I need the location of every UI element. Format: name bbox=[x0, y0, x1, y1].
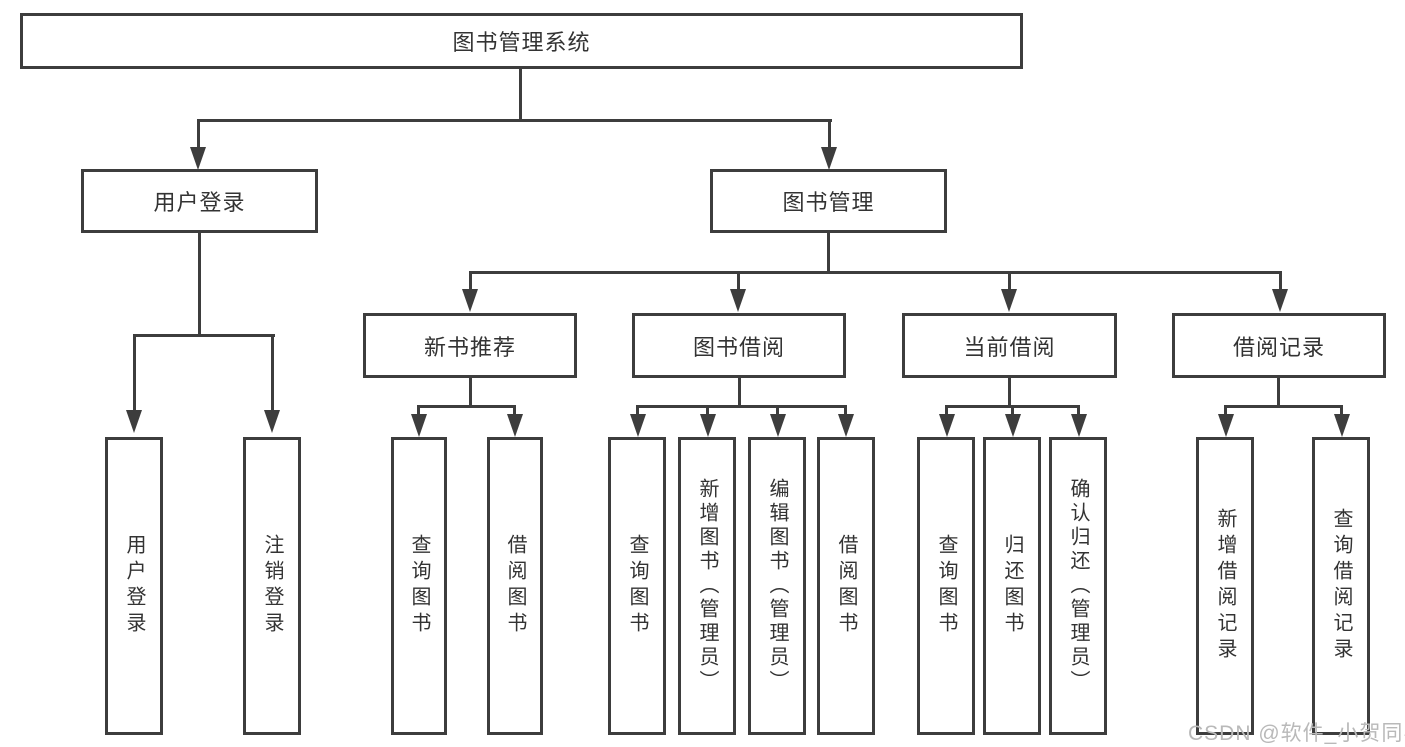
connector-book-mgmt-drop-2 bbox=[737, 271, 740, 292]
connector-borrowing-drop-4 bbox=[844, 405, 847, 417]
connector-user-login-drop-2 bbox=[271, 334, 274, 412]
connector-new-book-crossbar bbox=[417, 405, 516, 408]
leaf-query-borrow-record: 查询借阅记录 bbox=[1312, 437, 1370, 735]
leaf-user-login: 用户登录 bbox=[105, 437, 163, 735]
connector-current-drop-1 bbox=[945, 405, 948, 417]
leaf-add-borrow-record-label: 新增借阅记录 bbox=[1214, 508, 1236, 664]
connector-current-drop-2 bbox=[1011, 405, 1014, 417]
node-new-book-recommendation-label: 新书推荐 bbox=[423, 334, 516, 360]
arrowhead-to-book-management bbox=[821, 147, 837, 170]
connector-current-trunk bbox=[1008, 378, 1011, 408]
connector-book-mgmt-drop-4 bbox=[1279, 271, 1282, 292]
arrowhead-to-borrow-book-1 bbox=[507, 414, 523, 437]
connector-book-mgmt-drop-1 bbox=[469, 271, 472, 292]
connector-borrowing-drop-2 bbox=[706, 405, 709, 417]
leaf-return-book-label: 归还图书 bbox=[1001, 534, 1023, 638]
leaf-query-borrow-record-label: 查询借阅记录 bbox=[1330, 508, 1352, 664]
leaf-borrow-book-1-label: 借阅图书 bbox=[504, 534, 526, 638]
leaf-user-login-label: 用户登录 bbox=[123, 534, 145, 638]
leaf-edit-book-admin-label: 编辑图书（管理员） bbox=[766, 478, 788, 694]
arrowhead-to-query-book-3 bbox=[939, 414, 955, 437]
leaf-query-book-1: 查询图书 bbox=[391, 437, 447, 735]
connector-new-book-drop-1 bbox=[417, 405, 420, 417]
arrowhead-to-borrow-records bbox=[1272, 289, 1288, 312]
node-borrow-records: 借阅记录 bbox=[1172, 313, 1386, 378]
connector-new-book-drop-2 bbox=[513, 405, 516, 417]
node-new-book-recommendation: 新书推荐 bbox=[363, 313, 577, 378]
arrowhead-to-leaf-logout bbox=[264, 410, 280, 433]
connector-root-trunk bbox=[519, 69, 522, 122]
connector-borrowing-trunk bbox=[738, 378, 741, 408]
connector-root-drop-right bbox=[828, 119, 831, 151]
arrowhead-to-edit-book bbox=[770, 414, 786, 437]
arrowhead-to-user-login bbox=[190, 147, 206, 170]
arrowhead-to-leaf-user-login bbox=[126, 410, 142, 433]
connector-records-drop-1 bbox=[1224, 405, 1227, 417]
leaf-borrow-book-1: 借阅图书 bbox=[487, 437, 543, 735]
node-user-login: 用户登录 bbox=[81, 169, 318, 233]
arrowhead-to-add-book bbox=[700, 414, 716, 437]
connector-user-login-crossbar bbox=[133, 334, 275, 337]
leaf-logout: 注销登录 bbox=[243, 437, 301, 735]
arrowhead-to-current-borrowing bbox=[1001, 289, 1017, 312]
node-borrow-records-label: 借阅记录 bbox=[1232, 334, 1325, 360]
node-root-label: 图书管理系统 bbox=[452, 30, 591, 55]
csdn-watermark: CSDN @软件_小贺同学 bbox=[1188, 722, 1405, 745]
leaf-return-book: 归还图书 bbox=[983, 437, 1041, 735]
connector-borrowing-drop-1 bbox=[636, 405, 639, 417]
arrowhead-to-query-record bbox=[1334, 414, 1350, 437]
leaf-add-book-admin-label: 新增图书（管理员） bbox=[696, 478, 718, 694]
leaf-query-book-2-label: 查询图书 bbox=[626, 534, 648, 638]
leaf-query-book-3-label: 查询图书 bbox=[935, 534, 957, 638]
node-book-management: 图书管理 bbox=[710, 169, 947, 233]
node-book-management-label: 图书管理 bbox=[782, 190, 875, 215]
node-current-borrowing: 当前借阅 bbox=[902, 313, 1117, 378]
arrowhead-to-book-borrowing bbox=[730, 289, 746, 312]
arrowhead-to-query-book-2 bbox=[630, 414, 646, 437]
leaf-query-book-3: 查询图书 bbox=[917, 437, 975, 735]
connector-current-drop-3 bbox=[1077, 405, 1080, 417]
connector-book-mgmt-crossbar bbox=[469, 271, 1282, 274]
leaf-borrow-book-2-label: 借阅图书 bbox=[835, 534, 857, 638]
connector-root-crossbar bbox=[197, 119, 832, 122]
connector-user-login-trunk bbox=[198, 233, 201, 337]
connector-book-mgmt-drop-3 bbox=[1008, 271, 1011, 292]
leaf-borrow-book-2: 借阅图书 bbox=[817, 437, 875, 735]
arrowhead-to-new-book-rec bbox=[462, 289, 478, 312]
arrowhead-to-confirm-return bbox=[1071, 414, 1087, 437]
connector-root-drop-left bbox=[197, 119, 200, 151]
connector-borrowing-crossbar bbox=[636, 405, 847, 408]
leaf-confirm-return-admin: 确认归还（管理员） bbox=[1049, 437, 1107, 735]
leaf-confirm-return-admin-label: 确认归还（管理员） bbox=[1067, 478, 1089, 694]
connector-records-trunk bbox=[1277, 378, 1280, 408]
node-user-login-label: 用户登录 bbox=[153, 190, 246, 215]
node-root-library-system: 图书管理系统 bbox=[20, 13, 1023, 69]
node-book-borrowing-label: 图书借阅 bbox=[692, 334, 785, 360]
connector-borrowing-drop-3 bbox=[776, 405, 779, 417]
arrowhead-to-return-book bbox=[1005, 414, 1021, 437]
leaf-query-book-2: 查询图书 bbox=[608, 437, 666, 735]
connector-book-mgmt-trunk bbox=[827, 233, 830, 274]
leaf-add-borrow-record: 新增借阅记录 bbox=[1196, 437, 1254, 735]
connector-records-crossbar bbox=[1224, 405, 1343, 408]
node-book-borrowing: 图书借阅 bbox=[632, 313, 846, 378]
connector-records-drop-2 bbox=[1340, 405, 1343, 417]
leaf-edit-book-admin: 编辑图书（管理员） bbox=[748, 437, 806, 735]
arrowhead-to-query-book-1 bbox=[411, 414, 427, 437]
arrowhead-to-add-record bbox=[1218, 414, 1234, 437]
leaf-query-book-1-label: 查询图书 bbox=[408, 534, 430, 638]
node-current-borrowing-label: 当前借阅 bbox=[963, 334, 1056, 360]
arrowhead-to-borrow-book-2 bbox=[838, 414, 854, 437]
connector-new-book-trunk bbox=[469, 378, 472, 408]
connector-user-login-drop-1 bbox=[133, 334, 136, 412]
leaf-logout-label: 注销登录 bbox=[261, 534, 283, 638]
leaf-add-book-admin: 新增图书（管理员） bbox=[678, 437, 736, 735]
